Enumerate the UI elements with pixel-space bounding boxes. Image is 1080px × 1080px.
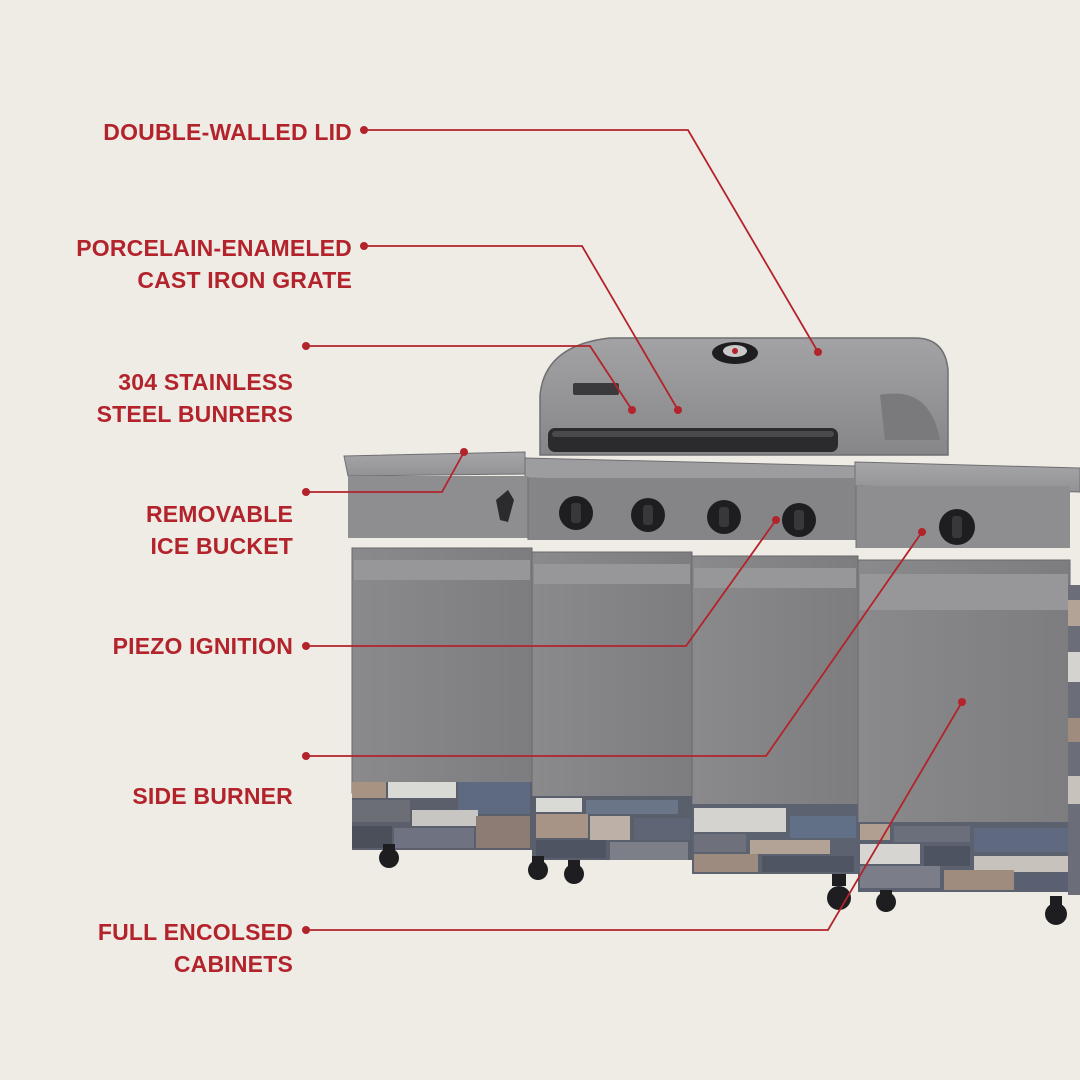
leader-ignition xyxy=(306,519,777,647)
callout-cabinets: FULL ENCOLSED CABINETS xyxy=(98,916,293,980)
callout-double-walled-lid: DOUBLE-WALLED LID xyxy=(103,116,352,148)
callout-line: CAST IRON GRATE xyxy=(137,267,352,293)
callout-side-burner: SIDE BURNER xyxy=(132,780,293,812)
side-burner-knob xyxy=(939,509,975,545)
callout-line: STEEL BUNRERS xyxy=(96,401,293,427)
callout-dots xyxy=(302,126,966,934)
bottle-opener xyxy=(496,490,514,522)
grill-lid xyxy=(539,337,949,456)
leader-side-burner xyxy=(306,531,923,757)
callout-line: 304 STAINLESS xyxy=(118,369,293,395)
callout-grate: PORCELAIN-ENAMELED CAST IRON GRATE xyxy=(76,232,352,296)
leader-grate xyxy=(364,245,679,411)
leader-double-walled-lid xyxy=(364,129,819,353)
burner-knob xyxy=(707,500,741,534)
callout-line: PORCELAIN-ENAMELED xyxy=(76,235,352,261)
leader-burners xyxy=(306,345,633,411)
burner-knob xyxy=(782,503,816,537)
caster-wheels xyxy=(379,844,1067,925)
callout-burners: 304 STAINLESS STEEL BUNRERS xyxy=(97,366,293,430)
stone-veneer-base xyxy=(352,585,1080,895)
callout-line: DOUBLE-WALLED LID xyxy=(103,119,352,145)
callout-line: FULL ENCOLSED xyxy=(97,919,293,945)
control-panel xyxy=(348,476,1070,548)
callout-ignition: PIEZO IGNITION xyxy=(113,630,293,662)
burner-knob xyxy=(559,496,593,530)
callout-line: CABINETS xyxy=(173,951,293,977)
callout-line: PIEZO IGNITION xyxy=(112,633,293,659)
callout-ice-bucket: REMOVABLE ICE BUCKET xyxy=(146,498,293,562)
callout-line: ICE BUCKET xyxy=(150,533,293,559)
callout-line: REMOVABLE xyxy=(145,501,293,527)
callout-leaders xyxy=(306,129,963,931)
leader-cabinets xyxy=(306,701,963,931)
burner-knob xyxy=(631,498,665,532)
leader-ice-bucket xyxy=(306,451,465,493)
callout-line: SIDE BURNER xyxy=(132,783,293,809)
lid-badge xyxy=(573,383,619,395)
